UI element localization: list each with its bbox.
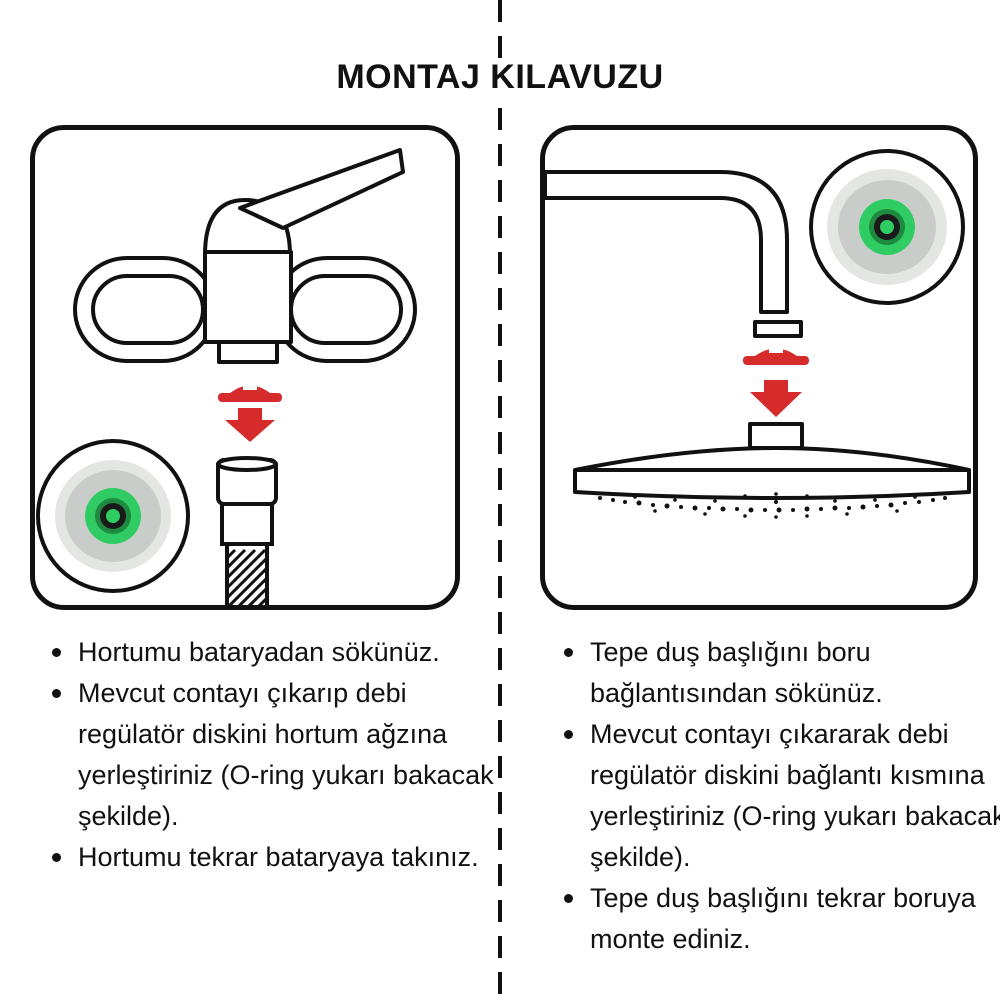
shower-steps-list: Tepe duş başlığını boru bağlantısından s…	[542, 632, 1000, 960]
faucet-instruction-panel	[30, 125, 460, 610]
shower-holes	[598, 492, 947, 519]
faucet-icon	[73, 148, 417, 364]
list-item: Hortumu tekrar bataryaya takınız.	[52, 837, 518, 878]
shower-pipe-icon	[545, 170, 803, 338]
regulator-disc-icon	[809, 149, 965, 305]
shower-head-icon	[573, 422, 971, 500]
list-item: Hortumu bataryadan sökünüz.	[52, 632, 518, 673]
red-arrow-icon	[743, 347, 809, 417]
list-item: Mevcut contayı çıkararak debi regülatör …	[564, 714, 1000, 878]
regulator-disc-icon	[36, 439, 190, 593]
faucet-steps-list: Hortumu bataryadan sökünüz. Mevcut conta…	[30, 632, 518, 878]
list-item: Mevcut contayı çıkarıp debi regülatör di…	[52, 673, 518, 837]
shower-instruction-panel	[540, 125, 978, 610]
dashed-divider	[498, 0, 502, 1000]
red-arrow-icon	[218, 384, 282, 442]
list-item: Tepe duş başlığını tekrar boruya monte e…	[564, 878, 1000, 960]
page-title: MONTAJ KILAVUZU	[0, 58, 1000, 97]
hose-icon	[216, 456, 278, 605]
list-item: Tepe duş başlığını boru bağlantısından s…	[564, 632, 1000, 714]
